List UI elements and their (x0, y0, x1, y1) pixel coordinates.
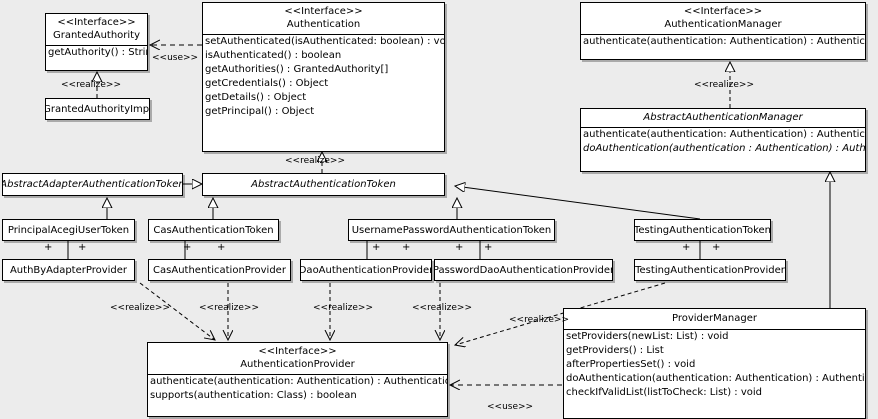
method-item: doAuthentication(authentication: Authent… (566, 373, 866, 384)
method-compartment: setProviders(newList: List) : void getPr… (564, 330, 865, 400)
class-name: DaoAuthenticationProvider (300, 264, 432, 276)
method-item: getAuthority() : String (48, 47, 148, 58)
class-testing-authentication-provider[interactable]: TestingAuthenticationProvider (634, 259, 786, 281)
class-header: <<Interface>> Authentication (203, 3, 444, 34)
method-item: checkIfValidList(listToCheck: List) : vo… (566, 387, 763, 398)
class-name: AuthenticationManager (664, 19, 782, 30)
class-dao-authentication-provider[interactable]: DaoAuthenticationProvider (300, 259, 432, 281)
edge-label-realize-abstract-authentication-token: <<realize>> (285, 156, 345, 166)
association-marker: + (402, 242, 411, 253)
compartment-divider (581, 127, 865, 128)
class-stereotype: <<Interface>> (57, 17, 136, 28)
class-authentication[interactable]: <<Interface>> Authentication setAuthenti… (202, 2, 445, 152)
class-abstract-adapter-authentication-token[interactable]: AbstractAdapterAuthenticationToken (2, 173, 183, 196)
association-marker: + (484, 242, 493, 253)
class-provider-manager[interactable]: ProviderManager setProviders(newList: Li… (563, 308, 866, 419)
association-marker: + (78, 242, 87, 253)
class-name: AuthenticationProvider (240, 359, 355, 370)
association-marker: + (217, 242, 226, 253)
method-item: authenticate(authentication: Authenticat… (583, 36, 866, 47)
class-name: TestingAuthenticationToken (634, 224, 771, 236)
class-name: CasAuthenticationProvider (153, 264, 286, 276)
class-stereotype: <<Interface>> (284, 6, 363, 17)
class-name: TestingAuthenticationProvider (635, 264, 785, 276)
method-item: authenticate(authentication: Authenticat… (150, 376, 448, 387)
class-name: UsernamePasswordAuthenticationToken (351, 224, 552, 236)
method-item: getDetails() : Object (205, 92, 307, 103)
class-granted-authority[interactable]: <<Interface>> GrantedAuthority getAuthor… (45, 13, 148, 71)
method-item: supports(authentication: Class) : boolea… (150, 390, 357, 401)
class-authentication-provider[interactable]: <<Interface>> AuthenticationProvider aut… (147, 342, 448, 417)
method-item: getAuthorities() : GrantedAuthority[] (205, 64, 389, 75)
method-item: doAuthentication(authentication : Authen… (583, 143, 866, 154)
edge-label-use-granted-authority: <<use>> (152, 53, 199, 63)
compartment-divider (203, 34, 444, 35)
method-compartment: setAuthenticated(isAuthenticated: boolea… (203, 35, 444, 119)
class-name: GrantedAuthority (52, 30, 141, 41)
class-testing-authentication-token[interactable]: TestingAuthenticationToken (634, 219, 771, 241)
class-password-dao-authentication-provider[interactable]: PasswordDaoAuthenticationProvider (434, 259, 613, 281)
class-stereotype: <<Interface>> (258, 346, 337, 357)
class-name: AuthByAdapterProvider (9, 264, 128, 276)
class-authentication-manager[interactable]: <<Interface>> AuthenticationManager auth… (580, 2, 866, 60)
method-item: afterPropertiesSet() : void (566, 359, 696, 370)
class-name: PasswordDaoAuthenticationProvider (434, 264, 613, 276)
method-item: getProviders() : List (566, 345, 664, 356)
compartment-divider (564, 329, 865, 330)
method-item: authenticate(authentication: Authenticat… (583, 129, 866, 140)
class-granted-authority-impl[interactable]: GrantedAuthorityImpl (45, 98, 150, 120)
class-header: <<Interface>> AuthenticationProvider (148, 343, 447, 374)
method-item: getCredentials() : Object (205, 78, 329, 89)
class-abstract-authentication-manager[interactable]: AbstractAuthenticationManager authentica… (580, 108, 866, 172)
class-cas-authentication-provider[interactable]: CasAuthenticationProvider (148, 259, 291, 281)
class-name: PrincipalAcegiUserToken (7, 224, 130, 236)
class-header: <<Interface>> GrantedAuthority (46, 14, 147, 45)
class-header: ProviderManager (564, 309, 865, 329)
class-header: <<Interface>> AuthenticationManager (581, 3, 865, 34)
method-compartment: getAuthority() : String (46, 46, 147, 60)
edge-label-realize-abstract-authentication-manager: <<realize>> (694, 80, 754, 90)
class-principal-acegi-user-token[interactable]: PrincipalAcegiUserToken (2, 219, 135, 241)
class-name: CasAuthenticationToken (153, 224, 274, 236)
edge-label-realize-dao-provider: <<realize>> (313, 303, 373, 313)
class-name: GrantedAuthorityImpl (45, 103, 150, 115)
method-item: isAuthenticated() : boolean (205, 50, 342, 61)
edge-label-realize-auth-by-adapter: <<realize>> (110, 303, 170, 313)
method-item: setProviders(newList: List) : void (566, 331, 729, 342)
method-item: getPrincipal() : Object (205, 106, 315, 117)
compartment-divider (148, 374, 447, 375)
association-marker: + (372, 242, 381, 253)
edge-label-use-provider-manager: <<use>> (487, 402, 534, 412)
class-stereotype: <<Interface>> (683, 6, 763, 17)
compartment-divider (581, 34, 865, 35)
class-name: AbstractAdapterAuthenticationToken (2, 179, 183, 190)
class-name: AbstractAuthenticationManager (643, 112, 803, 123)
class-name: AbstractAuthenticationToken (251, 179, 396, 190)
edge-label-realize-testing-provider: <<realize>> (509, 315, 569, 325)
method-compartment: authenticate(authentication: Authenticat… (148, 375, 447, 403)
method-compartment: authenticate(authentication: Authenticat… (581, 35, 865, 49)
class-name: ProviderManager (671, 313, 757, 324)
class-cas-authentication-token[interactable]: CasAuthenticationToken (148, 219, 279, 241)
association-marker: + (455, 242, 464, 253)
method-item: setAuthenticated(isAuthenticated: boolea… (205, 36, 445, 47)
edge-label-realize-cas-provider: <<realize>> (199, 303, 259, 313)
compartment-divider (46, 45, 147, 46)
association-marker: + (183, 242, 192, 253)
association-marker: + (712, 242, 721, 253)
method-compartment: authenticate(authentication: Authenticat… (581, 128, 865, 156)
edge-label-realize-granted-authority-impl: <<realize>> (61, 80, 121, 90)
association-marker: + (44, 242, 53, 253)
class-username-password-authentication-token[interactable]: UsernamePasswordAuthenticationToken (348, 219, 555, 241)
association-marker: + (682, 242, 691, 253)
edge-label-realize-password-dao-provider: <<realize>> (412, 303, 472, 313)
class-abstract-authentication-token[interactable]: AbstractAuthenticationToken (202, 173, 445, 196)
class-auth-by-adapter-provider[interactable]: AuthByAdapterProvider (2, 259, 135, 281)
class-header: AbstractAuthenticationManager (581, 109, 865, 127)
class-name: Authentication (286, 19, 361, 30)
